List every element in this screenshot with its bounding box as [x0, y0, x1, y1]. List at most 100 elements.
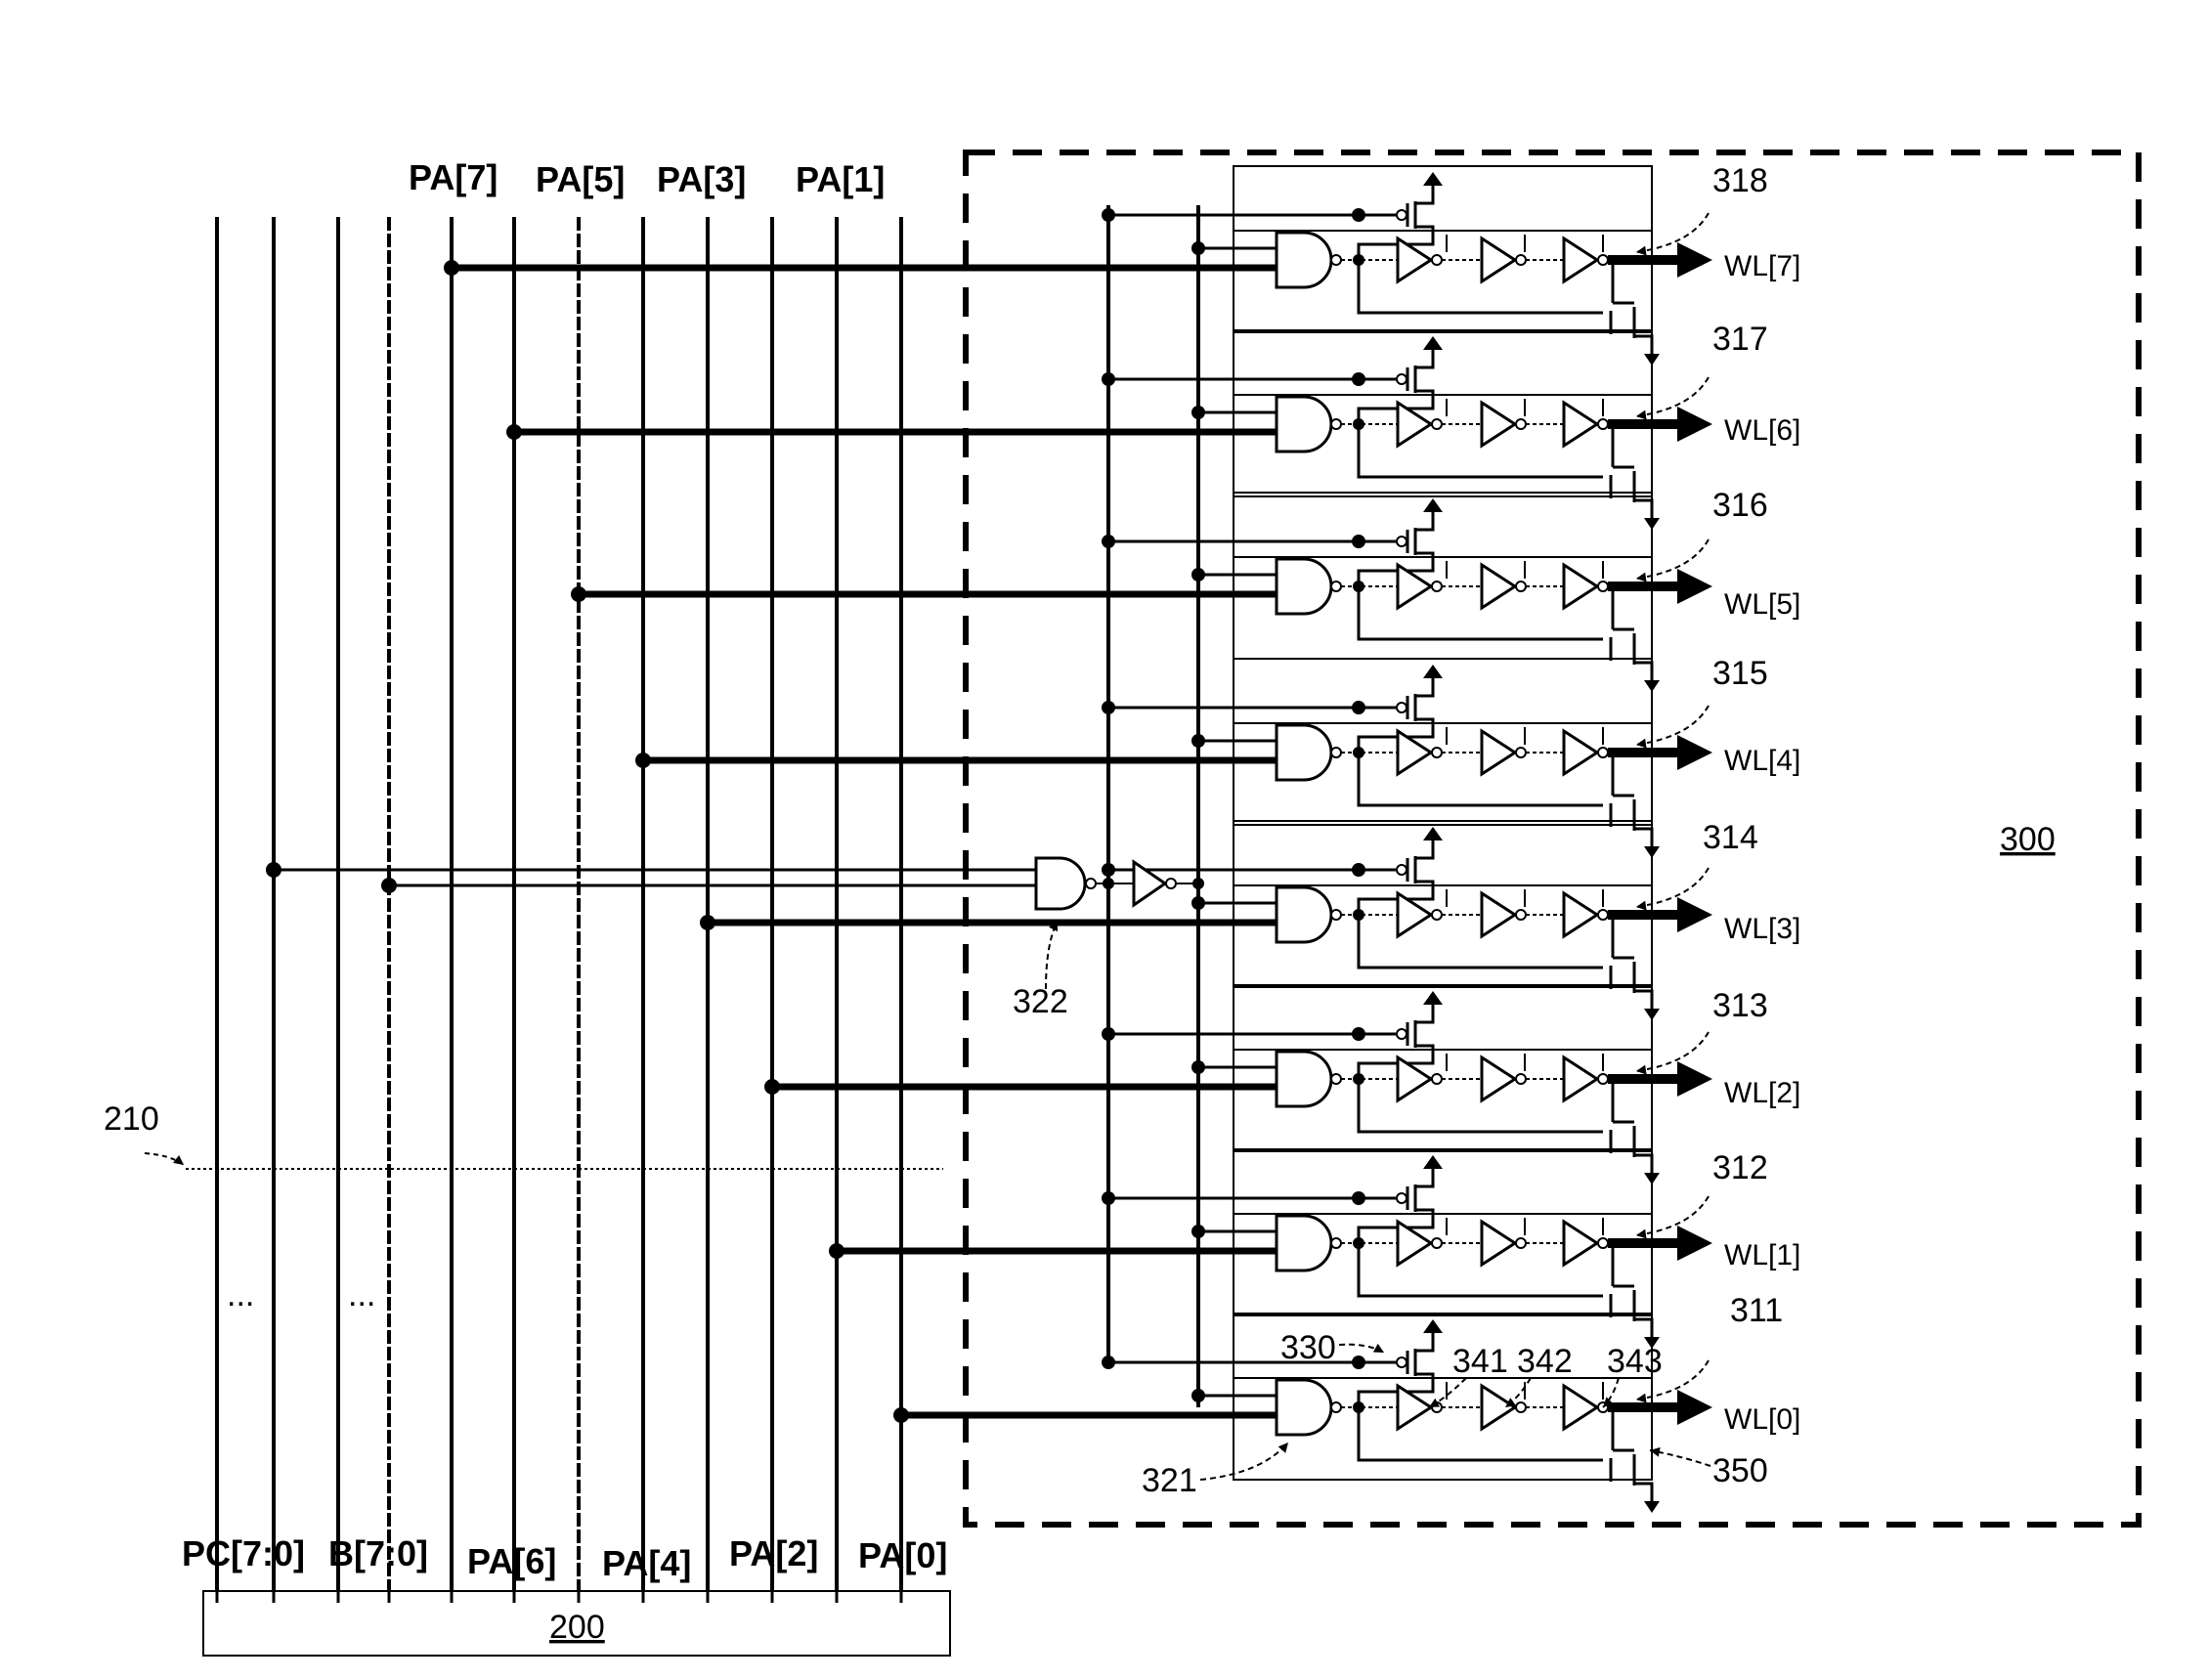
stage-upper-box [1234, 493, 1652, 557]
inverter-bubble [1166, 879, 1176, 888]
pa-tap-dot [893, 1407, 909, 1423]
inverter-icon [1564, 403, 1597, 446]
pc-tap-dot [266, 862, 281, 878]
nand-gate-icon [1277, 1052, 1331, 1106]
ellipsis-b: ... [348, 1276, 375, 1314]
rail-tap-dot [1102, 1356, 1115, 1369]
inverter-icon [1564, 1222, 1597, 1265]
driver-stage-1 [829, 1149, 1712, 1349]
wordline-arrow-icon [1677, 1226, 1712, 1261]
pfet-bubble [1397, 865, 1407, 875]
inverter-bubble [1598, 419, 1608, 429]
stage-ref-leader [1636, 868, 1709, 907]
wl1-label: WL[1] [1724, 1239, 1800, 1271]
wordline-arrow-icon [1677, 735, 1712, 770]
nfet-350-leader [1650, 1450, 1710, 1466]
wl6-label: WL[6] [1724, 414, 1800, 447]
nand-gate-icon [1277, 1380, 1331, 1435]
inverter-bubble [1516, 910, 1526, 920]
pfet-source [1415, 840, 1433, 858]
nfet-350-label: 350 [1712, 1452, 1768, 1489]
pa-tap-dot [764, 1079, 780, 1095]
pa-tap-dot [444, 260, 459, 276]
label-pa6: PA[6] [467, 1541, 556, 1581]
ref-311: 311 [1730, 1292, 1783, 1329]
rail-tap-dot [1102, 535, 1115, 548]
pa-tap-dot [571, 586, 586, 602]
bottom-bus-labels: PC[7:0] B[7:0] PA[6] PA[4] PA[2] PA[0] [182, 1533, 947, 1583]
inverter-bubble [1432, 419, 1442, 429]
rail-tap-dot [1102, 1027, 1115, 1041]
gate-322-leader [1046, 921, 1058, 989]
pfet-source [1415, 350, 1433, 367]
inverter-bubble [1516, 419, 1526, 429]
ellipsis-pc: ... [227, 1276, 254, 1314]
ref-314: 314 [1703, 819, 1758, 856]
ref-315: 315 [1712, 655, 1768, 692]
rail-tap-dot [1191, 734, 1205, 748]
inverter-icon [1482, 1057, 1515, 1100]
wl4-label: WL[4] [1724, 745, 1800, 777]
inverter-bubble [1598, 582, 1608, 591]
rail-tap-dot [1102, 1191, 1115, 1205]
stage-upper-box [1234, 330, 1652, 395]
block-200-label: 200 [549, 1609, 605, 1646]
ref-313: 313 [1712, 987, 1768, 1024]
pfet-330-leader [1339, 1345, 1384, 1353]
nand-bubble [1331, 748, 1341, 757]
vdd-arrow-icon [1423, 498, 1443, 512]
vdd-arrow-icon [1423, 665, 1443, 678]
gate-322-bubble [1086, 879, 1096, 888]
label-pa4: PA[4] [602, 1543, 691, 1583]
nand-bubble [1331, 582, 1341, 591]
label-pa0: PA[0] [858, 1535, 947, 1575]
pfet-source [1415, 512, 1433, 530]
inverter-icon [1482, 1386, 1515, 1429]
pfet-bubble [1397, 210, 1407, 220]
nand-gate-icon [1277, 559, 1331, 614]
inverter-bubble [1516, 1238, 1526, 1248]
gate-322-label: 322 [1013, 983, 1068, 1020]
inverter-icon [1564, 1386, 1597, 1429]
stage-ref-leader [1636, 706, 1709, 745]
nand-gate-icon [1277, 233, 1331, 287]
pfet-source [1415, 1333, 1433, 1351]
rail-tap-dot [1191, 568, 1205, 582]
wordline-arrow-icon [1677, 407, 1712, 442]
rail-tap-dot [1191, 406, 1205, 419]
inverter-bubble [1432, 1074, 1442, 1084]
bus-ref-210-line [145, 1153, 943, 1169]
ref-318: 318 [1712, 162, 1768, 199]
vdd-arrow-icon [1423, 336, 1443, 350]
ref-316: 316 [1712, 487, 1768, 524]
stage-upper-box [1234, 1149, 1652, 1214]
inverter-bubble [1598, 255, 1608, 265]
vdd-arrow-icon [1423, 991, 1443, 1005]
label-pc: PC[7:0] [182, 1533, 305, 1573]
nand-gate-icon [1277, 887, 1331, 942]
stage-ref-leader [1636, 213, 1709, 252]
rail-tap-dot [1191, 1389, 1205, 1402]
rail-tap-dot [1102, 863, 1115, 877]
inverter-bubble [1432, 255, 1442, 265]
rail-tap-dot [1191, 1225, 1205, 1238]
rail-tap-dot [1102, 701, 1115, 714]
pfet-source [1415, 678, 1433, 696]
wordline-arrow-icon [1677, 1390, 1712, 1425]
pfet-bubble [1397, 1357, 1407, 1367]
pa-tap-dot [700, 915, 715, 930]
ref-317: 317 [1712, 321, 1768, 358]
pfet-bubble [1397, 1193, 1407, 1203]
nand-bubble [1331, 1238, 1341, 1248]
wl7-label: WL[7] [1724, 250, 1800, 282]
nand-bubble [1331, 1402, 1341, 1412]
label-pa5: PA[5] [536, 159, 625, 199]
nand-bubble [1331, 419, 1341, 429]
pfet-bubble [1397, 374, 1407, 384]
label-pa1: PA[1] [796, 159, 885, 199]
inverter-icon [1482, 893, 1515, 936]
wordline-arrow-icon [1677, 242, 1712, 278]
inverter-icon [1564, 238, 1597, 281]
word-line-driver-stages [444, 166, 1712, 1513]
inverter-bubble [1516, 1402, 1526, 1412]
